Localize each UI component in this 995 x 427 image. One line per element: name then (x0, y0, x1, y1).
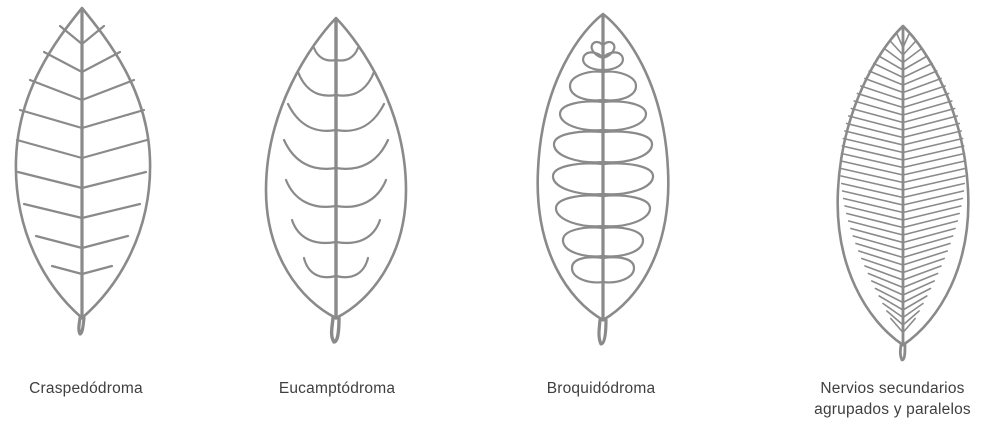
parallel-secondary-vein (859, 251, 903, 265)
parallel-secondary-vein (851, 229, 903, 243)
parallel-secondary-vein (865, 79, 903, 93)
parallel-secondary-vein (903, 139, 963, 153)
parallel-secondary-vein (841, 161, 903, 175)
parallel-secondary-vein (903, 131, 961, 145)
leaf-broquidodroma-midrib (599, 16, 606, 344)
parallel-secondary-vein (903, 161, 965, 175)
caption-parallel-veins-line-1: Nervios secundarios (790, 378, 995, 399)
parallel-secondary-vein (849, 116, 903, 130)
parallel-secondary-vein (903, 184, 964, 198)
parallel-secondary-vein (903, 206, 961, 220)
caption-craspedodroma: Craspedódroma (0, 378, 172, 399)
parallel-secondary-vein (903, 236, 953, 250)
parallel-secondary-vein (844, 199, 903, 213)
caption-parallel-veins: Nervios secundarios agrupados y paralelo… (790, 378, 995, 420)
parallel-secondary-vein (851, 109, 903, 123)
parallel-secondary-vein (845, 206, 903, 220)
leaf-broquidodroma-loops-left (553, 52, 603, 282)
parallel-secondary-vein (856, 244, 903, 258)
parallel-secondary-vein (903, 101, 952, 115)
parallel-secondary-vein (857, 94, 903, 108)
parallel-secondary-vein (853, 236, 903, 250)
parallel-secondary-vein (903, 79, 941, 93)
leaf-craspedodroma-midrib (79, 10, 84, 334)
parallel-secondary-vein (847, 214, 903, 228)
parallel-secondary-vein (903, 86, 945, 100)
parallel-secondary-vein (903, 109, 955, 123)
parallel-secondary-vein (854, 101, 903, 115)
parallel-secondary-vein (903, 154, 965, 168)
caption-parallel-veins-line-2: agrupados y paralelos (790, 399, 995, 420)
parallel-secondary-vein (872, 281, 903, 295)
parallel-secondary-vein (903, 94, 949, 108)
parallel-secondary-vein (903, 281, 934, 295)
parallel-secondary-vein (869, 71, 903, 85)
leaf-eucamptodroma (266, 18, 406, 342)
parallel-secondary-vein (843, 191, 903, 205)
parallel-secondary-vein (865, 266, 903, 280)
parallel-secondary-vein (845, 131, 903, 145)
parallel-secondary-vein (903, 146, 964, 160)
parallel-secondary-vein (903, 199, 962, 213)
parallel-secondary-vein (842, 154, 904, 168)
parallel-secondary-vein (903, 214, 959, 228)
parallel-secondary-vein (861, 86, 903, 100)
parallel-secondary-vein (843, 139, 903, 153)
parallel-secondary-vein (868, 274, 903, 288)
leaf-broquidodroma (538, 14, 669, 344)
parallel-secondary-vein (903, 251, 947, 265)
parallel-secondary-vein (903, 116, 957, 130)
leaf-broquidodroma-loops-right (603, 52, 653, 282)
parallel-secondary-vein (841, 176, 903, 190)
parallel-secondary-vein (903, 229, 955, 243)
caption-eucamptodroma: Eucamptódroma (252, 378, 422, 399)
leaf-craspedodroma (16, 8, 150, 334)
parallel-secondary-vein (903, 266, 941, 280)
parallel-secondary-vein (842, 184, 903, 198)
parallel-secondary-vein (903, 221, 957, 235)
caption-broquidodroma: Broquidódroma (510, 378, 692, 399)
parallel-secondary-vein (849, 221, 903, 235)
parallel-secondary-vein (903, 274, 938, 288)
leaf-eucamptodroma-midrib (332, 20, 339, 342)
parallel-secondary-vein (903, 244, 950, 258)
parallel-secondary-vein (903, 71, 937, 85)
parallel-secondary-vein (842, 146, 903, 160)
parallel-secondary-vein (847, 124, 903, 138)
leaf-parallel-veins (838, 26, 969, 360)
parallel-secondary-vein (903, 169, 965, 183)
parallel-secondary-vein (841, 169, 903, 183)
parallel-secondary-vein (903, 259, 944, 273)
parallel-secondary-vein (862, 259, 903, 273)
parallel-secondary-vein (903, 191, 963, 205)
parallel-secondary-vein (903, 124, 959, 138)
parallel-secondary-vein (903, 176, 965, 190)
